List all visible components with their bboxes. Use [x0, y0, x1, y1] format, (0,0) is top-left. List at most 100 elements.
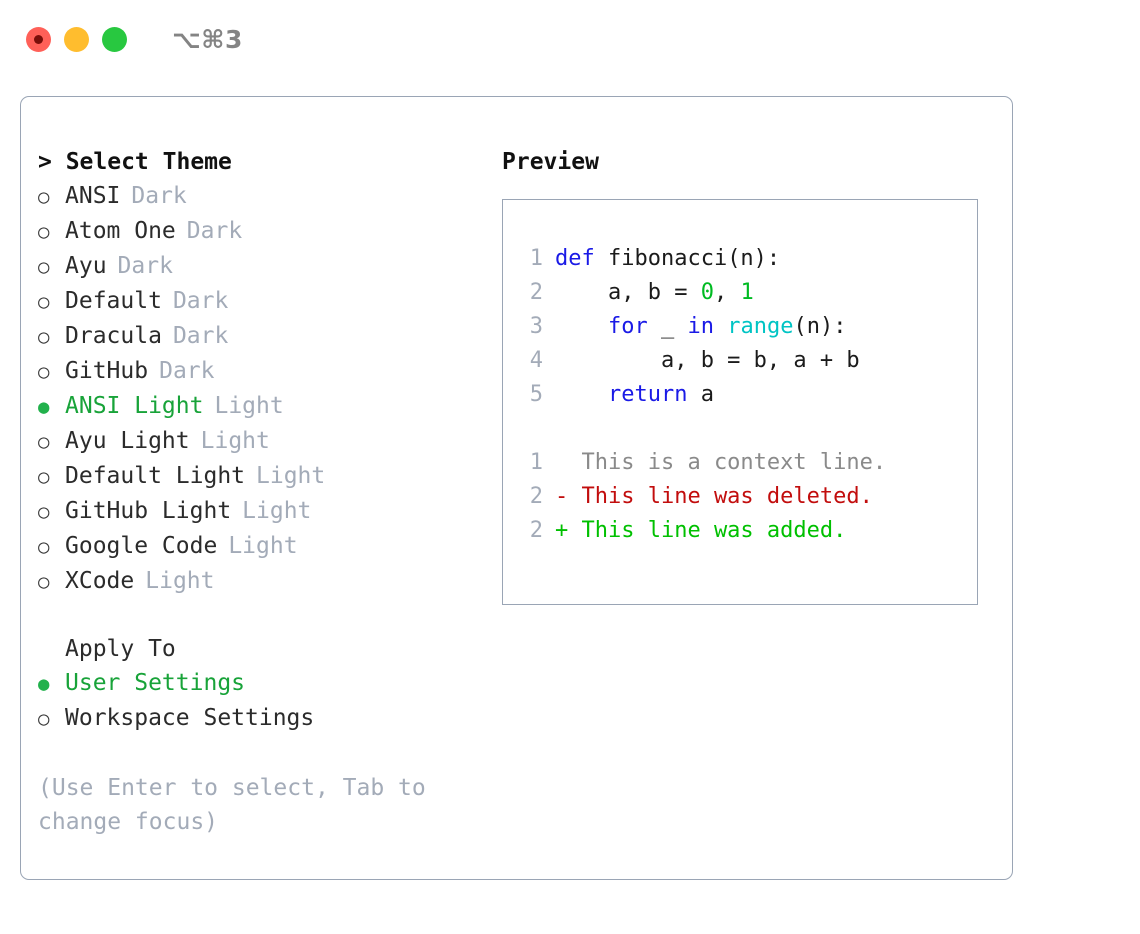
- code-line: 5 return a: [503, 378, 977, 412]
- theme-list-item[interactable]: ○ XCode Light: [38, 564, 498, 599]
- code-line: 1 def fibonacci(n):: [503, 242, 977, 276]
- code-token-plain: fibonacci(n):: [607, 246, 781, 271]
- theme-variant-tag: Light: [256, 463, 326, 489]
- code-token-kw: for: [607, 314, 648, 339]
- theme-name-label: GitHub: [65, 358, 149, 384]
- radio-unselected-icon: ○: [38, 571, 50, 593]
- code-token-kw: in: [687, 314, 714, 339]
- diff-line-number: 1: [529, 450, 543, 475]
- code-line-number: 4: [529, 348, 543, 373]
- preview-heading: Preview: [502, 149, 599, 175]
- apply-to-item[interactable]: ○ Workspace Settings: [38, 701, 498, 736]
- code-line-number: 2: [529, 280, 543, 305]
- diff-line: 1 This is a context line.: [503, 446, 977, 480]
- code-token-plain: a, b = b, a + b: [555, 348, 860, 373]
- theme-variant-tag: Light: [242, 498, 312, 524]
- theme-name-label: Dracula: [65, 323, 162, 349]
- window-controls: [26, 26, 127, 52]
- apply-to-label: User Settings: [65, 670, 246, 696]
- theme-name-label: Atom One: [65, 218, 176, 244]
- radio-unselected-icon: ○: [38, 291, 50, 313]
- theme-list-item[interactable]: ○ Dracula Dark: [38, 319, 498, 354]
- theme-list-item[interactable]: ● ANSI Light Light: [38, 389, 498, 424]
- theme-variant-tag: Dark: [159, 358, 215, 384]
- code-token-plain: a, b =: [555, 280, 701, 305]
- code-line-text: for _ in range(n):: [555, 310, 846, 344]
- code-token-kw: def: [555, 246, 608, 271]
- theme-variant-tag: Dark: [172, 323, 229, 349]
- theme-variant-tag: Light: [228, 533, 298, 559]
- radio-selected-icon: ●: [38, 396, 50, 418]
- code-line-number: 1: [529, 246, 543, 271]
- close-button-icon[interactable]: [26, 26, 51, 52]
- radio-unselected-icon: ○: [38, 501, 50, 523]
- apply-to-label: Workspace Settings: [65, 705, 315, 731]
- theme-variant-tag: Light: [145, 568, 215, 594]
- code-token-plain: [555, 314, 608, 339]
- code-line-text: def fibonacci(n):: [555, 242, 780, 276]
- theme-list-item[interactable]: ○ GitHub Dark: [38, 354, 498, 389]
- theme-variant-tag: Dark: [131, 183, 187, 209]
- diff-line: 2 + This line was added.: [503, 514, 977, 548]
- code-token-num: 0: [700, 280, 714, 305]
- theme-variant-tag: Light: [214, 393, 284, 419]
- code-token-fn: range: [727, 314, 794, 339]
- code-token-plain: (n):: [793, 314, 847, 339]
- code-line-text: a, b = 0, 1: [555, 276, 754, 310]
- theme-variant-tag: Light: [200, 428, 270, 454]
- theme-name-label: ANSI Light: [65, 393, 204, 419]
- diff-line-number: 2: [529, 518, 543, 543]
- radio-unselected-icon: ○: [38, 361, 50, 383]
- theme-list-item[interactable]: ○ GitHub Light Light: [38, 494, 498, 529]
- theme-name-label: ANSI: [65, 183, 121, 209]
- theme-variant-tag: Dark: [186, 218, 243, 244]
- code-line-number: 5: [529, 382, 543, 407]
- minimize-button-icon[interactable]: [64, 26, 89, 52]
- code-line-number: 3: [529, 314, 543, 339]
- radio-unselected-icon: ○: [38, 466, 50, 488]
- keyboard-shortcut-label: ⌥⌘3: [172, 24, 243, 54]
- diff-line-text-add: + This line was added.: [555, 518, 847, 543]
- theme-list-item[interactable]: ○ Default Light Light: [38, 459, 498, 494]
- theme-name-label: GitHub Light: [65, 498, 232, 524]
- select-theme-heading: > Select Theme: [38, 149, 232, 175]
- code-token-num: 1: [740, 280, 754, 305]
- code-line: 3 for _ in range(n):: [503, 310, 977, 344]
- apply-to-item[interactable]: ● User Settings: [38, 666, 498, 701]
- radio-unselected-icon: ○: [38, 708, 50, 730]
- code-line: 4 a, b = b, a + b: [503, 344, 977, 378]
- keyboard-hint-text: (Use Enter to select, Tab to change focu…: [38, 775, 440, 835]
- radio-unselected-icon: ○: [38, 256, 50, 278]
- theme-name-label: Ayu: [65, 253, 107, 279]
- title-bar: ⌥⌘3: [0, 0, 1140, 78]
- theme-name-label: Default Light: [65, 463, 246, 489]
- apply-to-section: Apply To ●User Settings○Workspace Settin…: [38, 632, 498, 736]
- diff-line-text-ctx: This is a context line.: [555, 450, 887, 475]
- diff-sample: 1 This is a context line. 2 - This line wa…: [503, 446, 977, 548]
- theme-name-label: Google Code: [65, 533, 218, 559]
- diff-line-number: 2: [529, 484, 543, 509]
- theme-variant-tag: Dark: [172, 288, 229, 314]
- code-line-text: return a: [555, 378, 714, 412]
- radio-unselected-icon: ○: [38, 326, 50, 348]
- code-token-plain: [714, 314, 727, 339]
- code-token-plain: _: [647, 314, 688, 339]
- code-token-plain: a: [687, 382, 714, 407]
- maximize-button-icon[interactable]: [102, 26, 127, 52]
- preview-spacer: [503, 412, 977, 446]
- radio-selected-icon: ●: [38, 673, 50, 695]
- diff-line-text-del: - This line was deleted.: [555, 484, 873, 509]
- theme-name-label: XCode: [65, 568, 135, 594]
- code-token-plain: ,: [713, 280, 741, 305]
- code-token-plain: [555, 382, 608, 407]
